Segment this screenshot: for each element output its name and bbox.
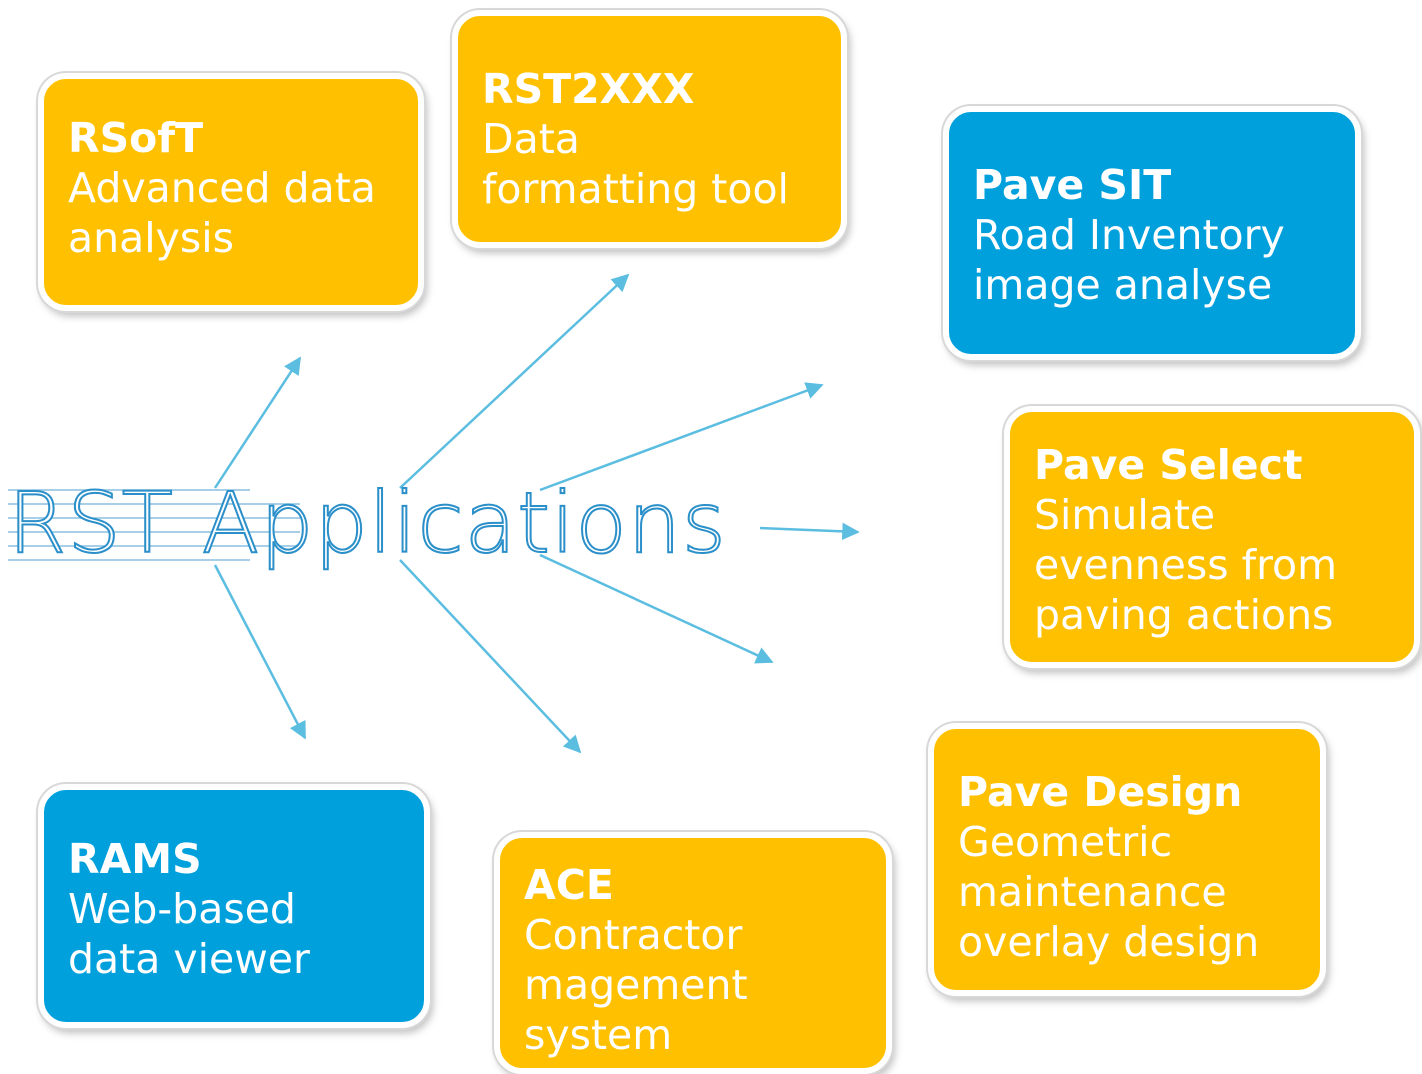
app-name: RST2XXX: [482, 65, 695, 113]
app-card-pave-select: Pave Select Simulate evenness from pavin…: [1004, 406, 1420, 668]
app-card-rsoft: RSofT Advanced data analysis: [38, 73, 424, 311]
title-speed-lines: [8, 489, 300, 561]
app-description: Advanced data analysis: [68, 164, 376, 262]
diagram-title: RST Applications: [7, 473, 727, 573]
app-card-rst2xxx: RST2XXX Data formatting tool: [452, 10, 847, 248]
app-card-pave-design: Pave Design Geometric maintenance overla…: [928, 723, 1326, 996]
app-name: RSofT: [68, 114, 204, 162]
app-card-ace: ACE Contractor magement system: [494, 832, 892, 1074]
app-description: Geometric maintenance overlay design: [958, 818, 1260, 966]
app-card-rams: RAMS Web-based data viewer: [38, 784, 430, 1028]
app-name: Pave Design: [958, 768, 1243, 816]
arrow-to-pave-sit: [539, 382, 824, 492]
app-card-pave-sit: Pave SIT Road Inventory image analyse: [943, 106, 1361, 360]
app-description: Road Inventory image analyse: [973, 211, 1285, 309]
app-name: Pave Select: [1034, 441, 1303, 489]
app-description: Contractor magement system: [524, 911, 748, 1059]
arrow-to-rst2xxx: [399, 273, 630, 489]
arrow-to-pave-select: [759, 522, 860, 541]
arrow-to-ace: [399, 559, 582, 754]
app-description: Simulate evenness from paving actions: [1034, 491, 1338, 639]
app-name: ACE: [524, 861, 614, 909]
app-description: Web-based data viewer: [68, 885, 310, 983]
arrow-to-pave-design: [539, 553, 774, 664]
arrow-to-rsoft: [213, 356, 302, 489]
arrow-to-rams: [213, 564, 307, 740]
app-name: RAMS: [68, 835, 202, 883]
app-name: Pave SIT: [973, 161, 1172, 209]
app-description: Data formatting tool: [482, 115, 789, 213]
